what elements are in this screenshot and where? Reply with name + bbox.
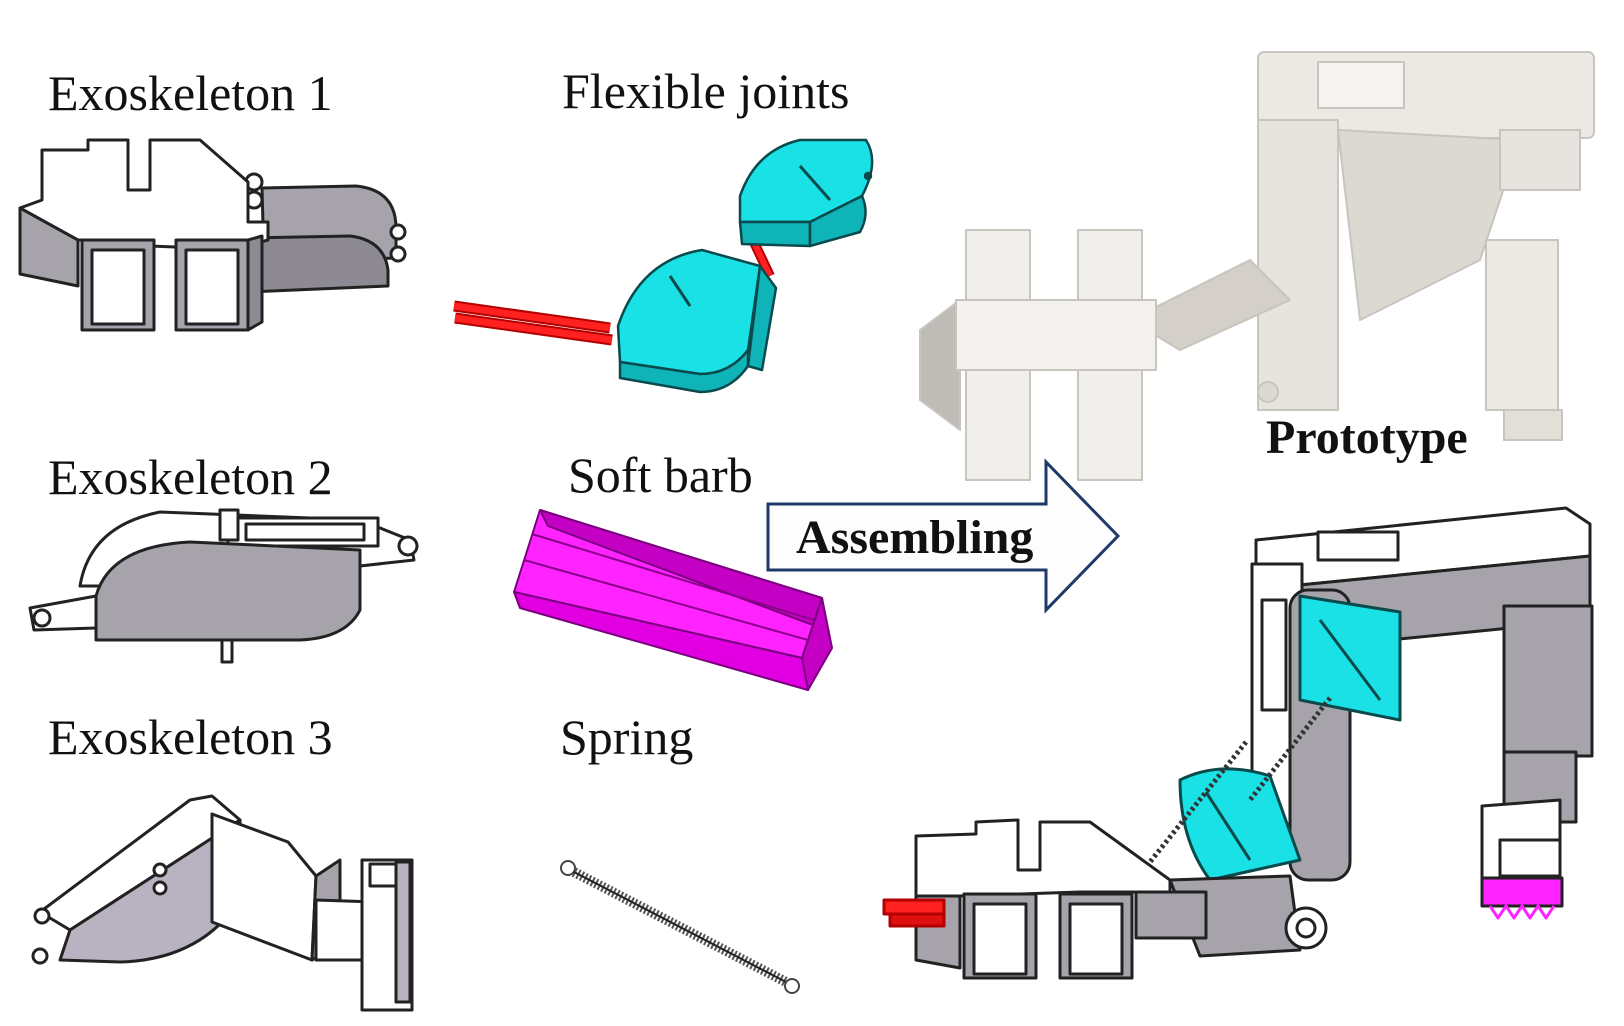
label-soft-barb: Soft barb [568,447,753,503]
prototype-photo [919,51,1595,481]
flexible-joints-part [453,138,874,394]
label-flexible-joints: Flexible joints [562,63,850,119]
assembling-arrow [766,458,1121,614]
label-assembling: Assembling [796,511,1034,564]
exoskeleton-2-part [28,508,419,664]
assembly-cad [882,506,1594,980]
label-exoskeleton-1: Exoskeleton 1 [48,65,333,121]
spring-part [560,860,800,994]
label-exoskeleton-3: Exoskeleton 3 [48,709,333,765]
exoskeleton-1-part [18,138,407,332]
label-spring: Spring [560,709,694,765]
label-prototype: Prototype [1266,411,1468,464]
soft-barb-part [513,509,833,691]
exoskeleton-3-part [31,794,414,1012]
label-exoskeleton-2: Exoskeleton 2 [48,449,333,505]
